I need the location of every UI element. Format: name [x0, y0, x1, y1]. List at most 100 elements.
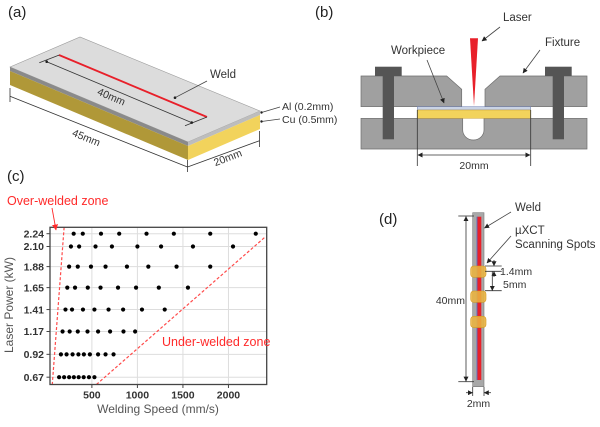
weld-length-end-dot — [190, 121, 193, 124]
panel-d-label: (d) — [379, 211, 397, 228]
data-point — [72, 285, 78, 290]
data-point — [139, 307, 145, 312]
data-point — [69, 307, 75, 312]
data-point — [80, 231, 85, 236]
weld-line — [58, 54, 208, 118]
data-point — [185, 285, 191, 290]
data-point — [208, 264, 213, 269]
data-point — [171, 231, 176, 236]
left-bolt-head — [375, 66, 402, 76]
copper-layer-front — [10, 71, 188, 160]
y-tick-label: 1.17 — [24, 326, 45, 338]
scanning-spot — [470, 265, 487, 278]
data-point — [156, 285, 161, 290]
data-point — [93, 244, 98, 249]
x-axis-label: Welding Speed (mm/s) — [97, 402, 219, 416]
plate-width-dimension — [187, 140, 260, 168]
aluminum-leader-dot — [260, 111, 263, 114]
data-point — [146, 264, 151, 269]
data-point — [77, 244, 82, 249]
data-point — [98, 285, 103, 290]
scanning-spots-label-line1: µXCT — [515, 225, 545, 237]
data-point — [133, 285, 139, 290]
sample-width-label: 2mm — [467, 398, 491, 410]
data-point — [253, 231, 258, 236]
y-tick-label: 2.24 — [24, 228, 45, 240]
data-points — [57, 231, 258, 380]
data-point — [67, 329, 72, 334]
data-point — [60, 329, 65, 334]
data-point — [57, 375, 62, 380]
data-point — [71, 231, 76, 236]
data-point — [174, 264, 179, 269]
data-point — [62, 375, 67, 380]
over-welded-zone-annotation: Over-welded zone — [7, 194, 108, 208]
data-point — [87, 352, 92, 357]
weld-leader-dot — [173, 96, 177, 99]
weld-length-tick-start — [39, 54, 60, 64]
data-point — [158, 244, 164, 249]
workpiece-arrow — [426, 59, 445, 104]
x-tick-label: 500 — [83, 390, 101, 402]
scanning-spot — [470, 315, 487, 328]
fixture-label: Fixture — [545, 37, 580, 49]
data-point — [135, 244, 140, 249]
data-point — [86, 375, 92, 380]
aluminum-layer-label: Al (0.2mm) — [282, 101, 333, 113]
data-point — [67, 264, 72, 269]
left-bolt-shaft — [382, 76, 394, 140]
data-point — [76, 352, 81, 357]
data-point — [67, 375, 72, 380]
panel-a-label: (a) — [8, 4, 26, 21]
data-point — [80, 307, 86, 312]
data-point — [109, 244, 115, 249]
aluminum-layer-side — [188, 111, 260, 146]
spot-size-label: 1.4mm — [500, 266, 532, 278]
data-point — [81, 375, 86, 380]
data-point — [63, 307, 68, 312]
data-point — [121, 329, 126, 334]
data-point — [68, 244, 74, 249]
data-point — [70, 352, 75, 357]
x-tick-label: 1500 — [171, 390, 195, 402]
right-bolt-head — [545, 66, 572, 76]
x-tick-label: 1000 — [126, 390, 150, 402]
data-point — [95, 352, 101, 357]
scanning-spots — [470, 265, 487, 328]
laser-label: Laser — [503, 12, 532, 24]
data-point — [107, 329, 113, 334]
data-point — [190, 244, 196, 249]
data-point — [124, 264, 130, 269]
plot-frame — [49, 226, 268, 386]
data-point — [106, 307, 111, 312]
data-point — [81, 352, 86, 357]
data-point — [95, 329, 101, 334]
data-point — [144, 231, 149, 236]
workpiece-label: Workpiece — [391, 45, 445, 57]
scanning-spots-arrow — [486, 235, 512, 264]
y-tick-label: 2.10 — [24, 241, 45, 253]
weld-leader — [174, 80, 208, 99]
workpiece-copper — [417, 109, 531, 119]
data-point — [230, 244, 236, 249]
weld-label: Weld — [210, 69, 236, 81]
upper-fixture-left — [360, 75, 463, 108]
data-point — [76, 375, 81, 380]
under-welded-zone-annotation: Under-welded zone — [162, 335, 270, 349]
data-point — [103, 264, 108, 269]
copper-leader — [261, 118, 281, 122]
data-point — [111, 352, 116, 357]
weld-length-label-d: 40mm — [436, 295, 465, 307]
y-tick-label: 1.65 — [24, 282, 45, 294]
weld-arrow-d — [484, 211, 512, 229]
panel-b-label: (b) — [315, 4, 333, 21]
y-tick-label: 0.67 — [24, 372, 45, 384]
data-point — [85, 329, 90, 334]
data-point — [115, 285, 121, 290]
under-welded-boundary — [96, 235, 267, 385]
data-point — [85, 285, 90, 290]
copper-layer-label: Cu (0.5mm) — [282, 114, 337, 126]
data-point — [98, 231, 104, 236]
data-point — [92, 307, 97, 312]
fixture-arrow — [522, 49, 541, 74]
